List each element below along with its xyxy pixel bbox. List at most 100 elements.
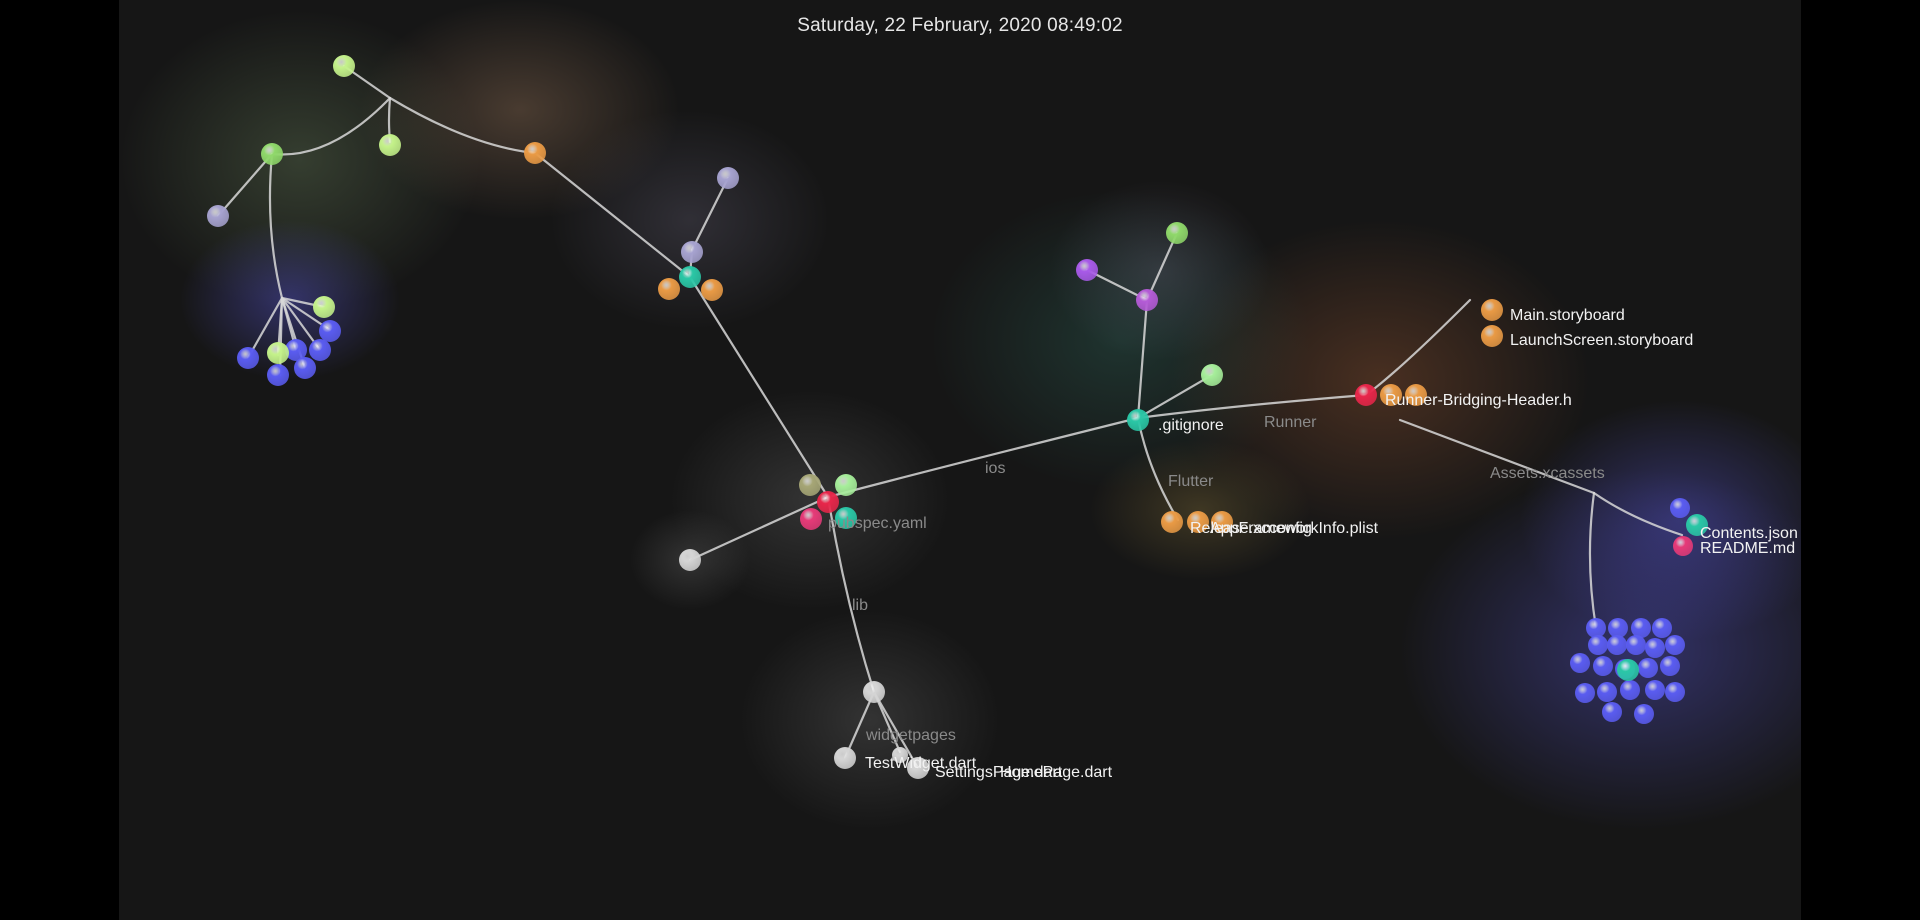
file-node-blue — [1608, 618, 1628, 638]
tree-edge — [688, 495, 830, 562]
file-label-readme: README.md — [1700, 540, 1795, 557]
file-label-gitignore: .gitignore — [1158, 417, 1224, 434]
file-node-blue — [1626, 635, 1646, 655]
file-label-homepage: HomePage.dart — [1000, 764, 1113, 781]
dir-node — [679, 266, 701, 288]
file-node-lime — [313, 296, 335, 318]
file-node-violet — [1136, 289, 1158, 311]
tree-edge — [1085, 268, 1149, 302]
file-node-blue — [1570, 653, 1590, 673]
file-node-orange — [1481, 299, 1503, 321]
file-node-white — [834, 747, 856, 769]
tree-edge — [1398, 418, 1596, 495]
file-node-mint — [835, 474, 857, 496]
tree-edge — [1588, 491, 1598, 630]
file-node-blue — [1665, 682, 1685, 702]
tree-edge — [826, 495, 876, 694]
file-node-blue — [1575, 683, 1595, 703]
file-node-lavender — [681, 241, 703, 263]
file-node-white — [892, 747, 908, 763]
active-node — [817, 491, 839, 513]
dir-node — [1127, 409, 1149, 431]
tree-edge — [216, 152, 274, 218]
node-layer — [207, 55, 1708, 779]
tree-edge — [1136, 393, 1368, 420]
file-node-green — [261, 143, 283, 165]
file-node-blue — [1645, 680, 1665, 700]
dir-label-widgetpages: widgetpages — [865, 727, 956, 744]
file-node-olive — [799, 474, 821, 496]
file-label-main-storyboard: Main.storyboard — [1510, 307, 1625, 324]
dir-label-assets: Assets.xcassets — [1490, 465, 1605, 482]
file-node-mint — [1201, 364, 1223, 386]
glow-halo — [740, 610, 1000, 830]
file-label-launchscreen: LaunchScreen.storyboard — [1510, 332, 1693, 349]
file-label-settingspage: SettingsPage.dart — [935, 764, 1063, 781]
file-node-blue — [1665, 635, 1685, 655]
tree-edge — [690, 176, 730, 252]
tree-edge — [688, 275, 830, 499]
dir-label-runner: Runner — [1264, 414, 1317, 431]
file-node-blue — [237, 347, 259, 369]
tree-edge — [1136, 373, 1214, 420]
file-node-orange — [701, 279, 723, 301]
file-node-blue — [267, 364, 289, 386]
file-node-blue — [1652, 618, 1672, 638]
tree-edge — [388, 96, 537, 155]
tree-edge — [1145, 231, 1179, 302]
file-node-blue — [1638, 658, 1658, 678]
file-label-pubspec: pubspec.yaml — [828, 515, 927, 532]
tree-edge — [1136, 298, 1149, 420]
tree-edge — [533, 151, 692, 279]
file-node-orange — [1481, 325, 1503, 347]
tree-edge — [246, 296, 284, 360]
file-node-pink — [800, 508, 822, 530]
file-node-blue — [1634, 704, 1654, 724]
tree-edge — [1592, 491, 1684, 537]
file-node-blue — [1620, 680, 1640, 700]
file-node-blue — [1607, 635, 1627, 655]
date-time-caption: Saturday, 22 February, 2020 08:49:02 — [797, 15, 1123, 36]
file-node-lavender — [717, 167, 739, 189]
file-node-lime — [267, 342, 289, 364]
tree-edge — [270, 96, 392, 156]
file-node-white — [907, 757, 929, 779]
file-node-blue — [1645, 638, 1665, 658]
file-node-blue — [294, 357, 316, 379]
file-label-testwidget: TestWidget.dart — [865, 755, 977, 772]
tree-edge — [843, 690, 876, 760]
file-node-lime — [333, 55, 355, 77]
dir-node — [1617, 659, 1639, 681]
file-label-bridging-header: Runner-Bridging-Header.h — [1385, 392, 1572, 409]
gource-visualization: Saturday, 22 February, 2020 08:49:02 ios… — [119, 0, 1801, 920]
file-label-appframework-plist: AppFrameworkInfo.plist — [1210, 520, 1379, 537]
tree-edge — [268, 152, 284, 300]
file-node-orange — [1405, 384, 1427, 406]
file-node-orange — [658, 278, 680, 300]
file-node-teal — [1686, 514, 1708, 536]
file-node-orange — [524, 142, 546, 164]
tree-edge — [826, 416, 1140, 499]
file-node-orange — [1211, 511, 1233, 533]
file-node-teal — [835, 507, 857, 529]
file-node-blue — [319, 320, 341, 342]
file-label-release-xcconfig: Release.xcconfig — [1190, 520, 1312, 537]
glow-halo — [1090, 440, 1310, 580]
file-node-blue — [1597, 682, 1617, 702]
file-node-blue — [309, 339, 331, 361]
file-node-lime — [379, 134, 401, 156]
tree-edge — [872, 690, 920, 770]
file-node-blue — [1631, 618, 1651, 638]
file-label-contents-json: Contents.json — [1700, 525, 1798, 542]
file-node-blue — [1670, 498, 1690, 518]
file-node-orange — [1380, 384, 1402, 406]
file-node-orange — [1187, 511, 1209, 533]
file-node-blue — [1588, 635, 1608, 655]
file-node-white — [863, 681, 885, 703]
file-node-green — [1166, 222, 1188, 244]
dir-label-ios: ios — [985, 460, 1005, 477]
file-node-pink — [1673, 536, 1693, 556]
file-node-blue — [285, 339, 307, 361]
